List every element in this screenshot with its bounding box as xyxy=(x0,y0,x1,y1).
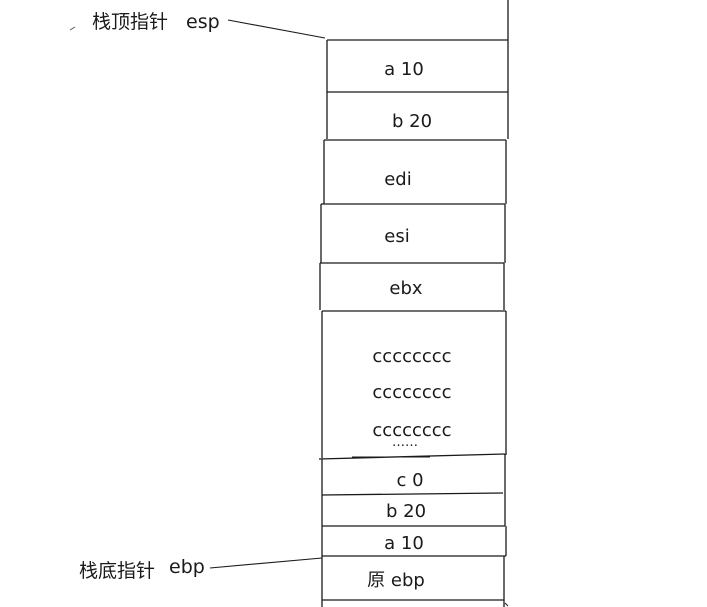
top-pointer-label: 栈顶指针 xyxy=(92,11,168,33)
stray-mark xyxy=(504,602,509,607)
stray-mark xyxy=(69,26,76,31)
cell-b-top: b 20 xyxy=(392,111,432,132)
top-pointer-register: esp xyxy=(186,11,220,33)
cell-ebx: ebx xyxy=(389,278,423,299)
cell-c: c 0 xyxy=(396,470,423,491)
top-pointer-arrow xyxy=(227,19,326,39)
bottom-pointer-label: 栈底指针 xyxy=(79,560,155,582)
bottom-pointer-arrow xyxy=(209,557,323,569)
stack-outline xyxy=(318,0,509,607)
cell-fill-2: cccccccc xyxy=(372,382,451,403)
cell-a-bottom: a 10 xyxy=(384,533,424,554)
cell-esi: esi xyxy=(384,226,409,247)
cell-old-ebp: 原 ebp xyxy=(367,570,425,591)
cell-fill-dots: …… xyxy=(392,435,418,450)
bottom-pointer-register: ebp xyxy=(169,556,205,578)
cell-b-bottom: b 20 xyxy=(386,501,426,522)
cell-fill-1: cccccccc xyxy=(372,346,451,367)
cell-fill-3: cccccccc xyxy=(372,420,451,441)
cell-a-top: a 10 xyxy=(384,59,424,80)
cell-edi: edi xyxy=(384,169,412,190)
